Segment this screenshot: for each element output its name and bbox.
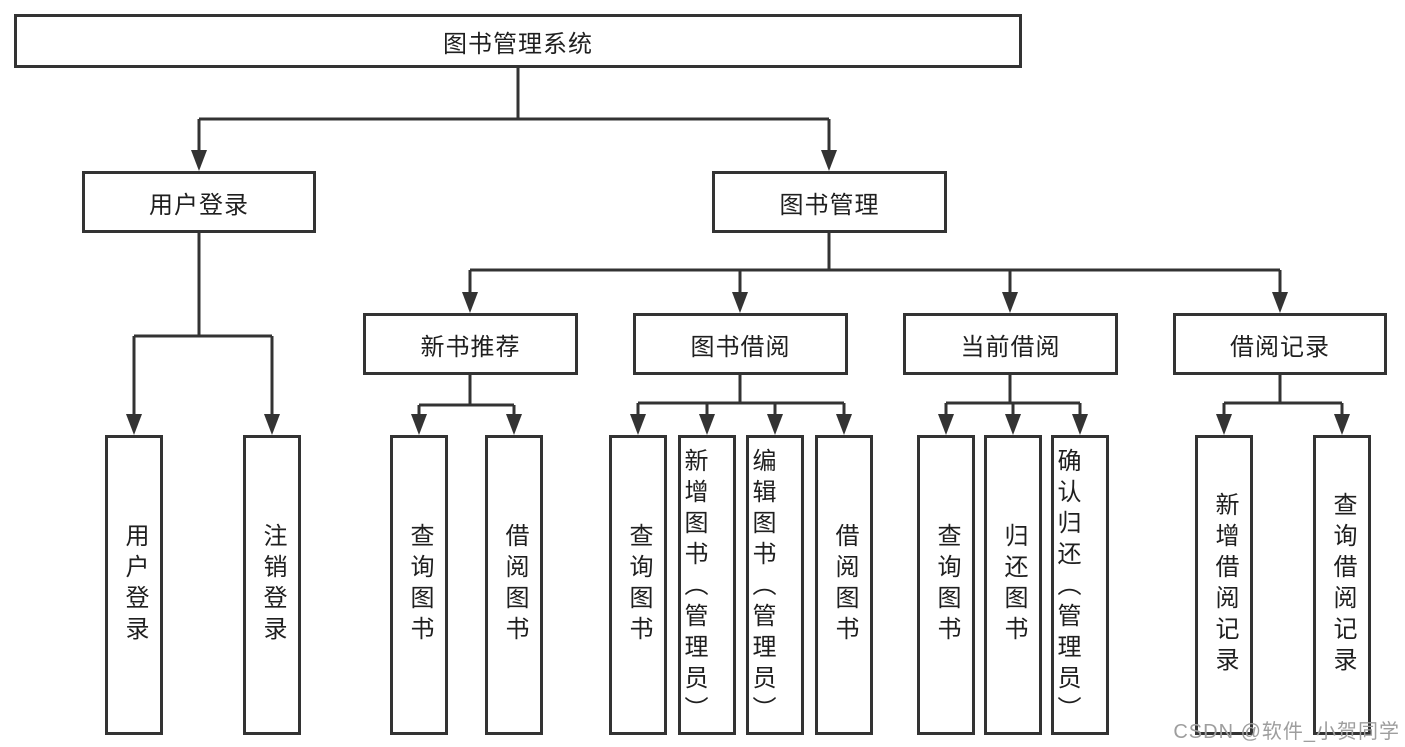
leaf-label: 借阅图书 [831,523,858,647]
leaf-label: 借阅图书 [501,523,528,647]
node-user-login: 用户登录 [82,171,316,233]
leaf-logout: 注销登录 [243,435,301,735]
leaf-label: 查询图书 [933,523,960,647]
node-new-book-recommendation: 新书推荐 [363,313,578,375]
node-label: 图书借阅 [690,333,791,361]
leaf-borrow-books: 借阅图书 [815,435,873,735]
leaf-query-borrow-record: 查询借阅记录 [1313,435,1371,735]
leaf-label: 归还图书 [1000,523,1027,647]
leaf-user-login: 用户登录 [105,435,163,735]
leaf-edit-book-admin: 编辑图书（管理员） [746,435,804,735]
node-label: 新书推荐 [420,333,521,361]
leaf-label: 查询图书 [625,523,652,647]
node-label: 用户登录 [149,191,249,219]
leaf-label: 注销登录 [259,523,286,647]
leaf-add-book-admin: 新增图书（管理员） [678,435,736,735]
leaf-confirm-return-admin: 确认归还（管理员） [1051,435,1109,735]
leaf-query-books: 查询图书 [609,435,667,735]
csdn-watermark: CSDN @软件_小贺同学 [1173,721,1400,743]
leaf-label: 确认归还（管理员） [1053,448,1080,727]
leaf-add-borrow-record: 新增借阅记录 [1195,435,1253,735]
leaf-return-books: 归还图书 [984,435,1042,735]
leaf-query-books-current: 查询图书 [917,435,975,735]
node-book-management: 图书管理 [712,171,947,233]
leaf-label: 用户登录 [121,523,148,647]
node-label: 图书管理系统 [443,30,593,58]
node-book-borrowing: 图书借阅 [633,313,848,375]
leaf-label: 新增图书（管理员） [680,448,707,727]
leaf-label: 查询图书 [406,523,433,647]
node-label: 当前借阅 [960,333,1061,361]
leaf-label: 新增借阅记录 [1211,492,1238,678]
leaf-label: 查询借阅记录 [1329,492,1356,678]
node-label: 图书管理 [779,191,880,219]
node-label: 借阅记录 [1230,333,1330,361]
leaf-query-books-recommend: 查询图书 [390,435,448,735]
node-library-system: 图书管理系统 [14,14,1022,68]
node-current-borrowing: 当前借阅 [903,313,1118,375]
leaf-borrow-books-recommend: 借阅图书 [485,435,543,735]
arrowheads [126,150,1350,435]
leaf-label: 编辑图书（管理员） [748,448,775,727]
node-borrowing-records: 借阅记录 [1173,313,1387,375]
